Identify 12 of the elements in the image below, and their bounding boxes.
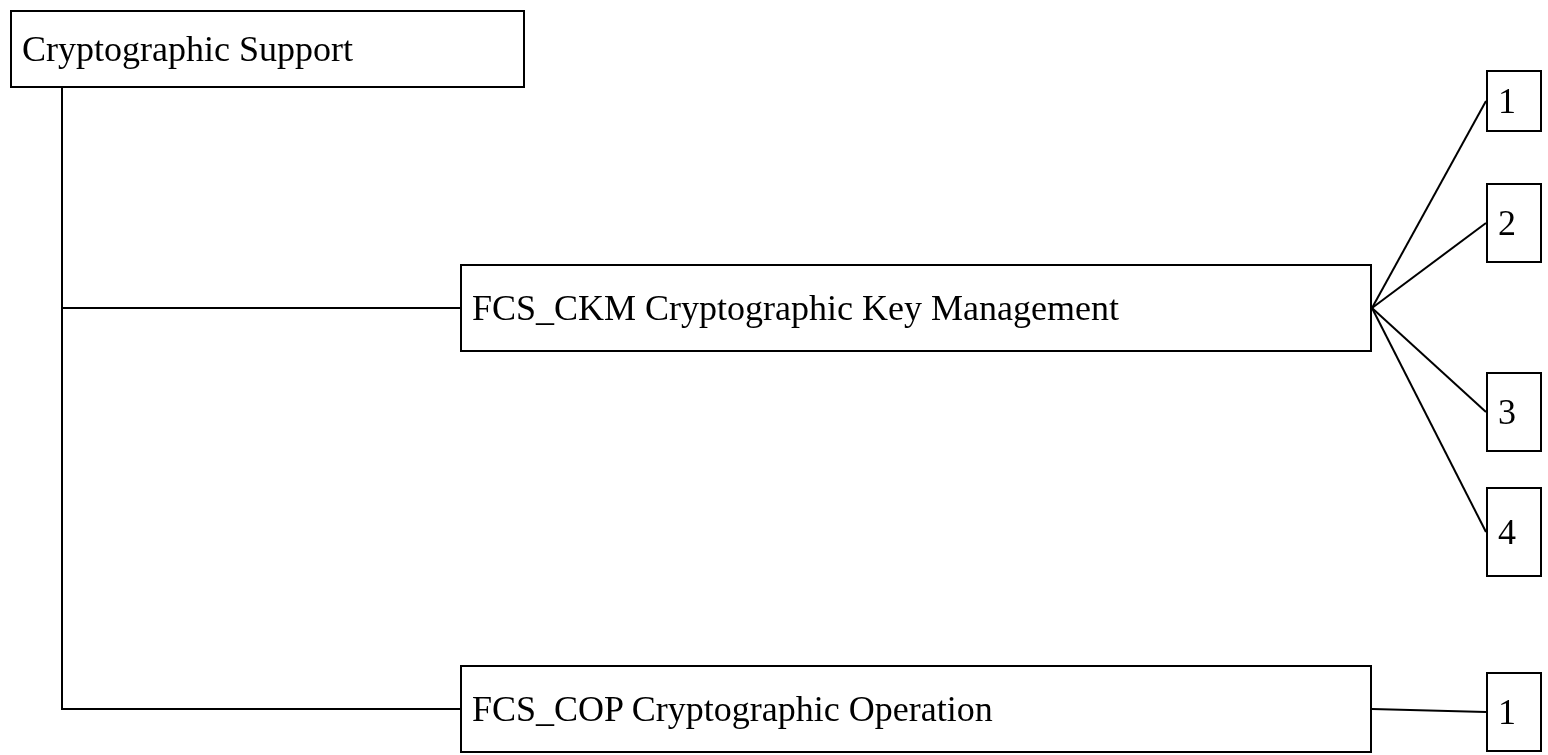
category-box: FCS_CKM Cryptographic Key Management bbox=[460, 264, 1372, 352]
connector-line bbox=[1371, 100, 1487, 309]
connector-line bbox=[1371, 222, 1487, 309]
connector-line bbox=[1371, 708, 1487, 713]
level-box: 4 bbox=[1486, 487, 1542, 577]
connector-line bbox=[1371, 307, 1487, 413]
level-box: 1 bbox=[1486, 672, 1542, 752]
level-box: 1 bbox=[1486, 70, 1542, 132]
category-box: FCS_COP Cryptographic Operation bbox=[460, 665, 1372, 753]
root-box: Cryptographic Support bbox=[10, 10, 525, 88]
level-box: 2 bbox=[1486, 183, 1542, 263]
level-box: 3 bbox=[1486, 372, 1542, 452]
